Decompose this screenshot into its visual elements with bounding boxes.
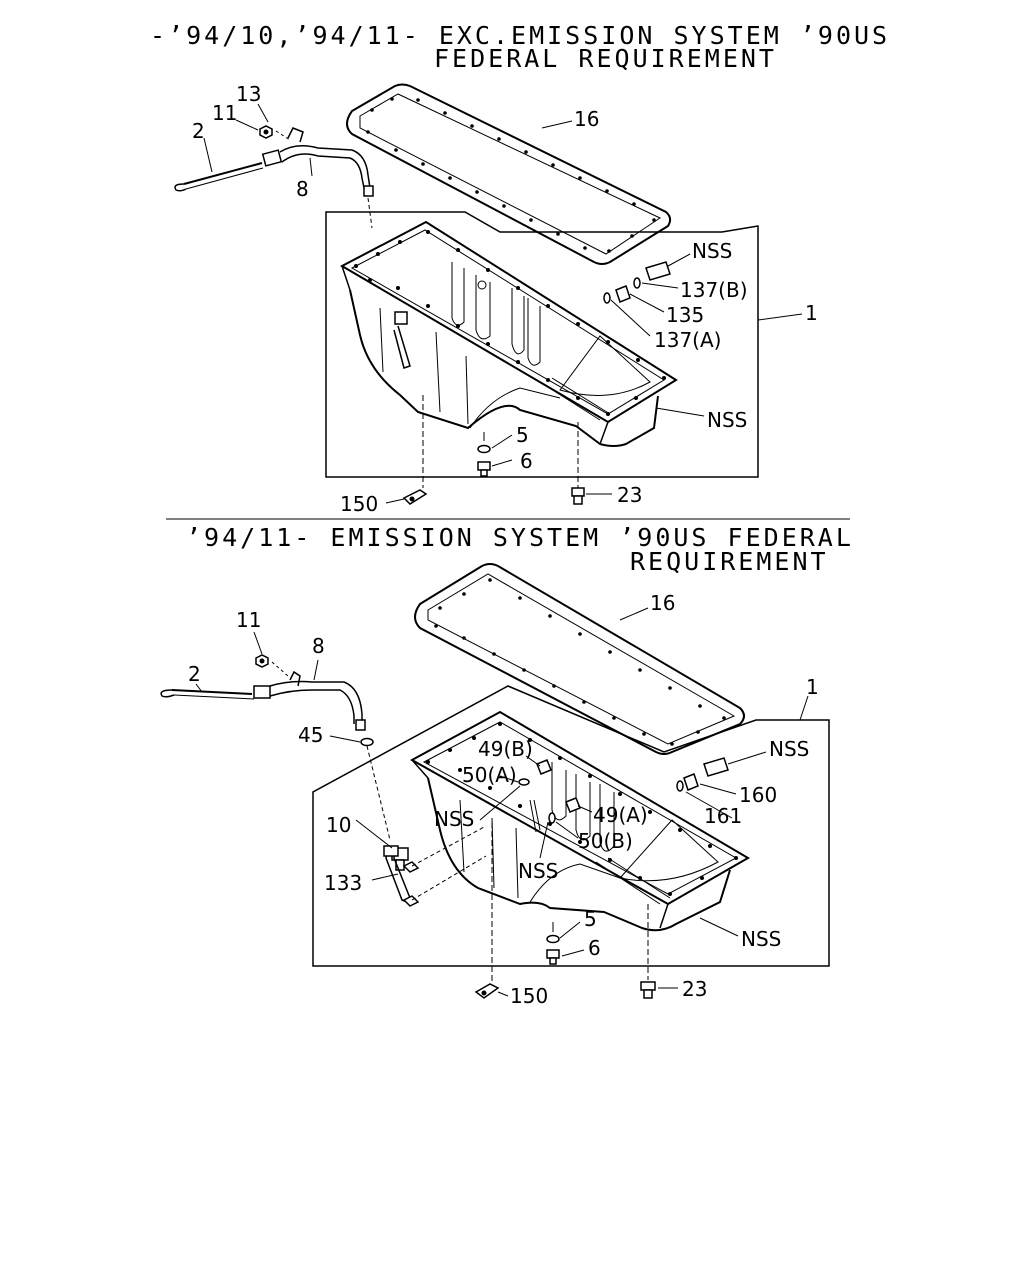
callout-16: 16 bbox=[574, 107, 599, 131]
callout-49a: 49(A) bbox=[593, 803, 648, 827]
callout-8-2: 8 bbox=[312, 634, 325, 658]
callout-50a: 50(A) bbox=[462, 763, 517, 787]
oil-line-fitting bbox=[603, 261, 671, 304]
bolt-23 bbox=[571, 487, 585, 505]
callout-nss-pan: NSS bbox=[707, 408, 747, 432]
callout-49b: 49(B) bbox=[478, 737, 533, 761]
tube-clip-nut-2 bbox=[255, 654, 289, 677]
section-1-caption-line-2: FEDERAL REQUIREMENT bbox=[434, 44, 777, 73]
oil-jet-fittings bbox=[518, 759, 581, 833]
bracket-150 bbox=[402, 489, 428, 505]
callout-13: 13 bbox=[236, 82, 261, 106]
callout-45: 45 bbox=[298, 723, 323, 747]
callout-1: 1 bbox=[805, 301, 818, 325]
callout-135: 135 bbox=[666, 303, 704, 327]
callout-nss-fitting: NSS bbox=[692, 239, 732, 263]
callout-23: 23 bbox=[617, 483, 642, 507]
section-2-leader-lines bbox=[195, 607, 809, 997]
section-2-caption-line-2: REQUIREMENT bbox=[630, 547, 829, 576]
callout-137a: 137(A) bbox=[654, 328, 721, 352]
section-2-caption-line-1: ’94/11- EMISSION SYSTEM ’90US FEDERAL bbox=[186, 523, 854, 552]
tube-clip-nut bbox=[259, 125, 291, 141]
drain-plug-gasket-2 bbox=[546, 922, 560, 944]
section-1-caption-line-1: -’94/10,’94/11- EXC.EMISSION SYSTEM ’90U… bbox=[150, 21, 890, 50]
callout-2-2: 2 bbox=[188, 662, 201, 686]
section-1: -’94/10,’94/11- EXC.EMISSION SYSTEM ’90U… bbox=[150, 21, 890, 516]
section-2: ’94/11- EMISSION SYSTEM ’90US FEDERAL RE… bbox=[160, 523, 854, 1008]
callout-6: 6 bbox=[520, 449, 533, 473]
callout-10: 10 bbox=[326, 813, 351, 837]
oil-pan-group-outline-2 bbox=[312, 685, 830, 967]
callout-133: 133 bbox=[324, 871, 362, 895]
drain-plug bbox=[477, 461, 491, 477]
bolt-23-2 bbox=[640, 981, 656, 999]
oil-pan-gasket-2 bbox=[414, 563, 745, 755]
callout-16-2: 16 bbox=[650, 591, 675, 615]
oil-pan-group-outline bbox=[325, 211, 759, 478]
callout-11-2: 11 bbox=[236, 608, 261, 632]
oil-pan-2 bbox=[409, 710, 750, 932]
callout-137b: 137(B) bbox=[680, 278, 748, 302]
dipstick-guide-tube bbox=[261, 127, 374, 229]
callout-nss-mid: NSS bbox=[518, 859, 558, 883]
callout-nss-fitting-2: NSS bbox=[769, 737, 809, 761]
callout-161: 161 bbox=[704, 804, 742, 828]
washer-45 bbox=[360, 737, 391, 841]
callout-160: 160 bbox=[739, 783, 777, 807]
callout-150-2: 150 bbox=[510, 984, 548, 1008]
oil-line-fitting-2 bbox=[676, 757, 729, 792]
dipstick-2 bbox=[160, 689, 255, 700]
callout-5-2: 5 bbox=[584, 907, 597, 931]
callout-1-2: 1 bbox=[806, 675, 819, 699]
bracket-150-2 bbox=[474, 983, 500, 999]
oil-pan bbox=[339, 220, 678, 447]
oil-pan-gasket bbox=[346, 83, 672, 265]
callout-11: 11 bbox=[212, 101, 237, 125]
callout-8: 8 bbox=[296, 177, 309, 201]
dipstick-guide-tube-2 bbox=[253, 670, 366, 731]
callout-5: 5 bbox=[516, 423, 529, 447]
callout-150: 150 bbox=[340, 492, 378, 516]
callout-50b: 50(B) bbox=[578, 829, 633, 853]
drain-plug-2 bbox=[546, 949, 560, 965]
callout-23-2: 23 bbox=[682, 977, 707, 1001]
oil-tube-133 bbox=[383, 825, 487, 907]
dipstick bbox=[174, 162, 264, 192]
callout-2: 2 bbox=[192, 119, 205, 143]
callout-nss-left: NSS bbox=[434, 807, 474, 831]
callout-nss-pan-2: NSS bbox=[741, 927, 781, 951]
callout-6-2: 6 bbox=[588, 936, 601, 960]
drain-plug-gasket bbox=[477, 432, 491, 454]
section-1-leader-lines bbox=[203, 103, 803, 504]
